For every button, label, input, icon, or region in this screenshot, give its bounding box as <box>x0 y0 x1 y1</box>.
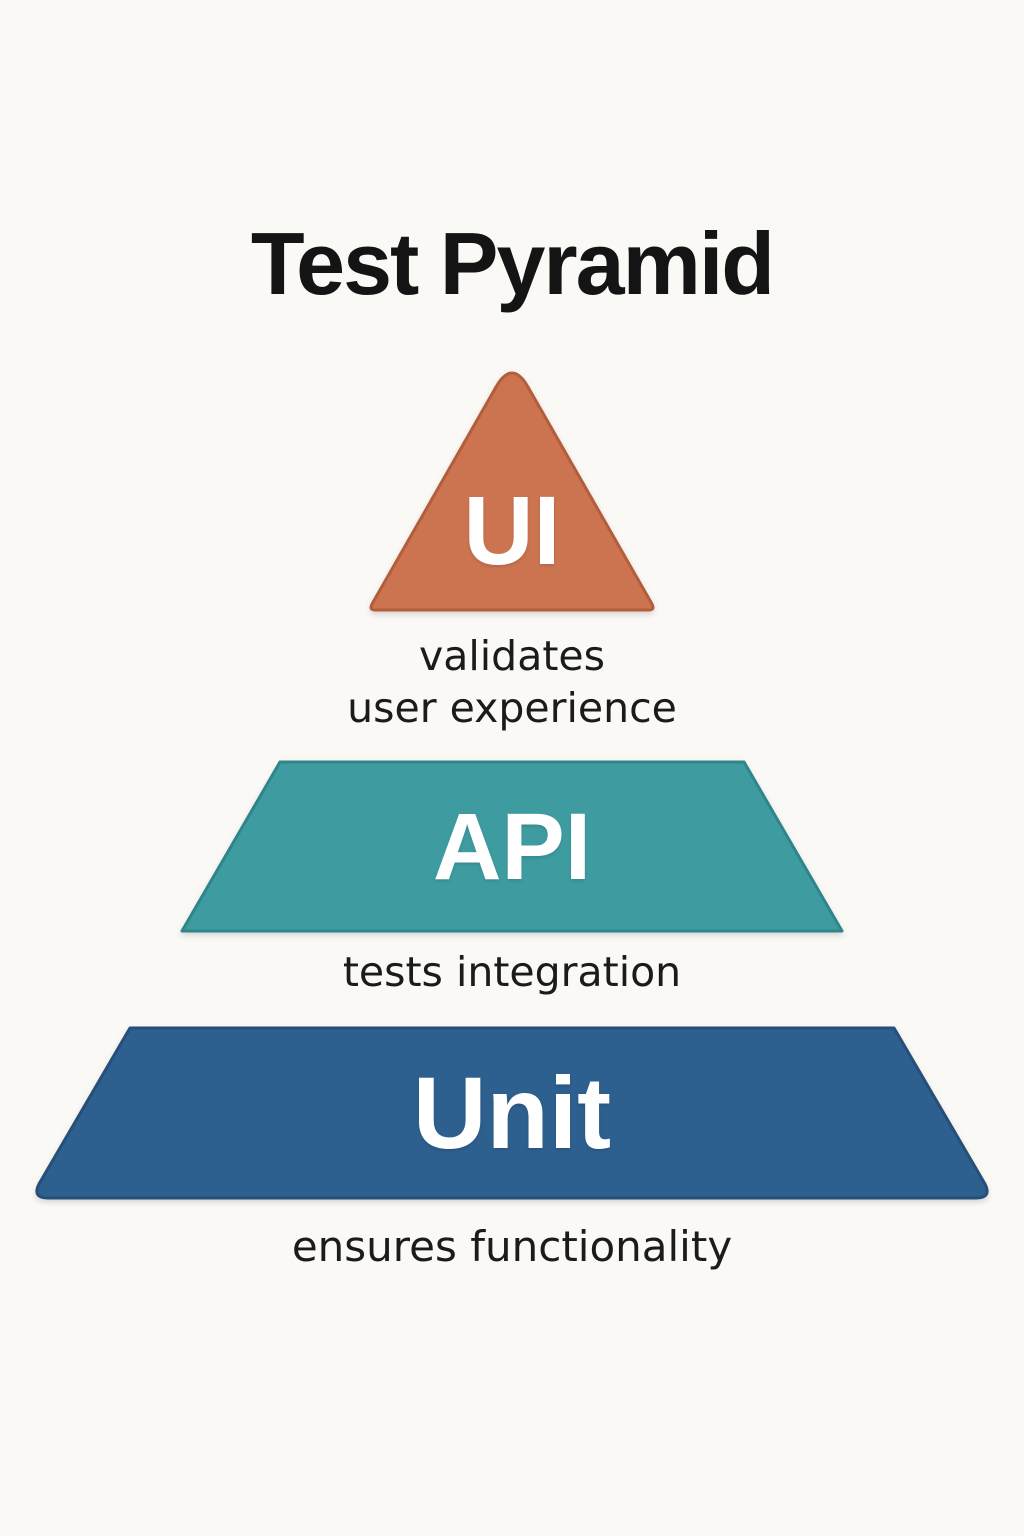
ui-triangle-shape <box>369 371 655 612</box>
ui-caption-line-2: user experience <box>347 684 677 732</box>
unit-caption-line-1: ensures functionality <box>291 1222 733 1271</box>
api-layer-caption: tests integration <box>0 950 1024 994</box>
api-trapezoid-shape <box>180 760 844 933</box>
ui-layer-caption: validates user experience <box>0 630 1024 734</box>
api-layer-label: API <box>432 794 592 900</box>
ui-layer-label: UI <box>463 476 561 585</box>
unit-layer-label: Unit <box>412 1056 612 1170</box>
ui-caption-line-1: validates <box>419 632 605 680</box>
api-caption-line-1: tests integration <box>342 948 682 996</box>
unit-trapezoid-shape <box>35 1026 989 1200</box>
page-title: Test Pyramid <box>250 214 775 313</box>
unit-layer-caption: ensures functionality <box>0 1224 1024 1270</box>
